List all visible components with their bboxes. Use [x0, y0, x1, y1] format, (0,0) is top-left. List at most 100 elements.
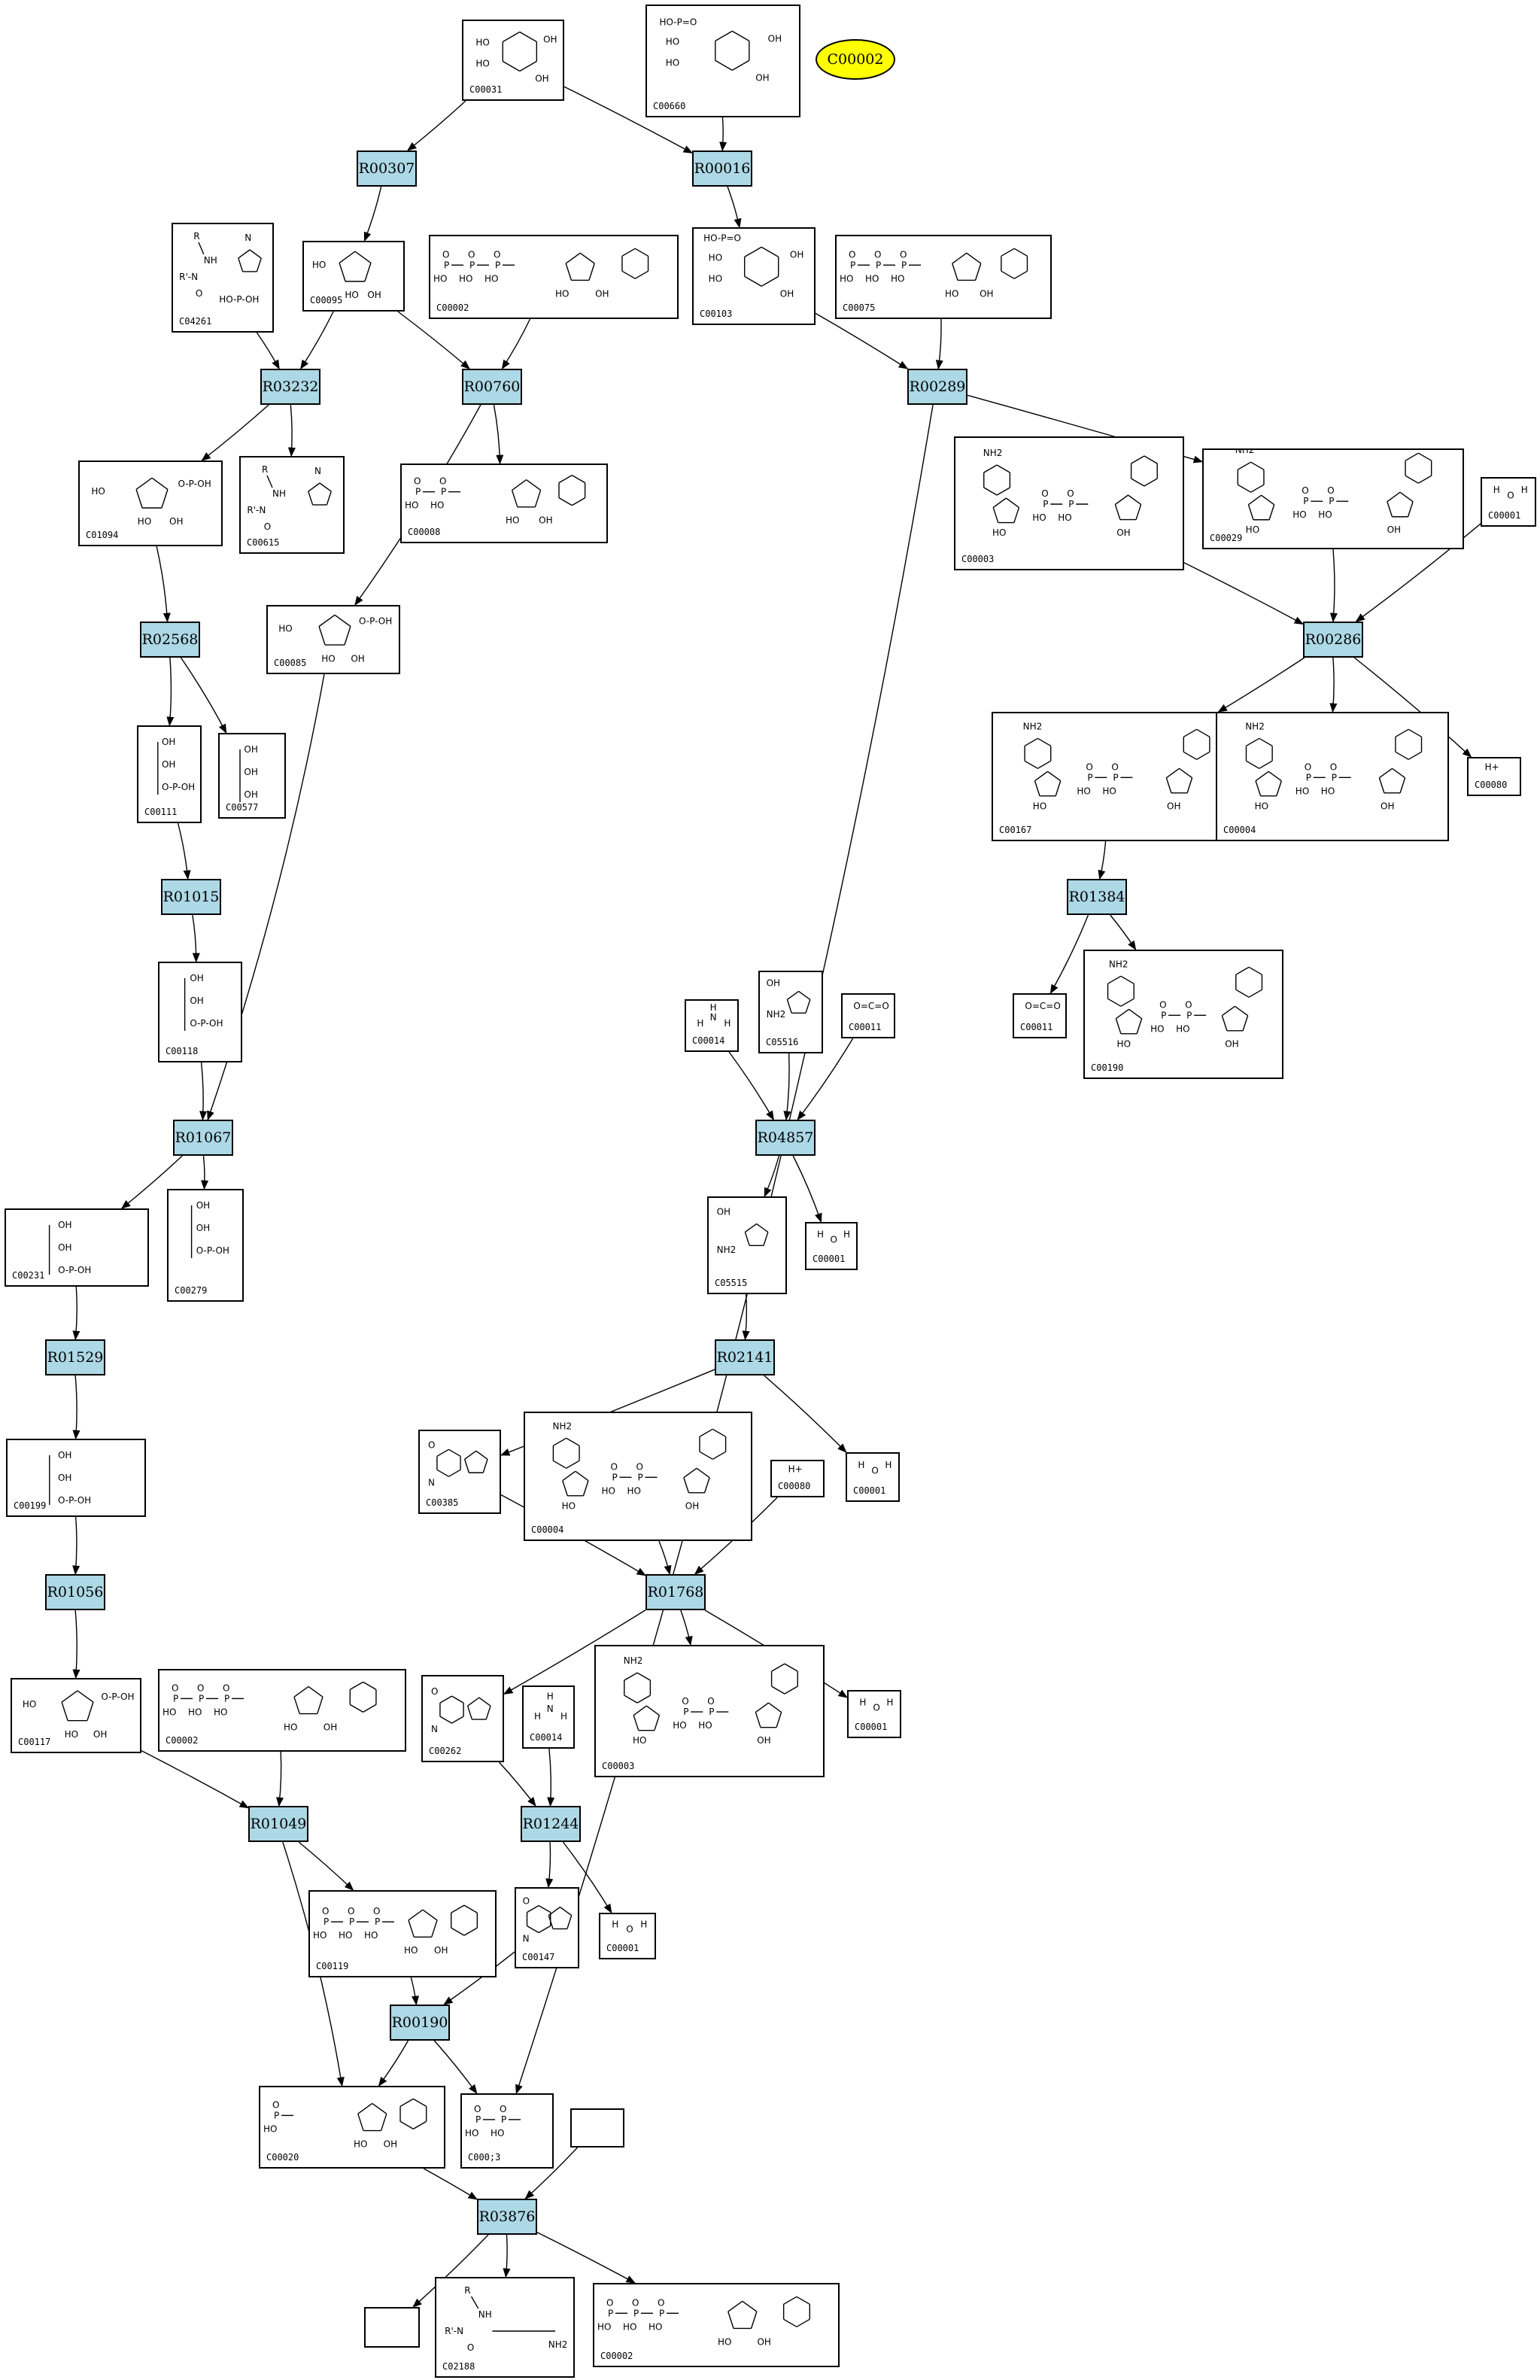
svg-text:O: O [707, 1696, 714, 1707]
svg-text:HO-P-OH: HO-P-OH [219, 294, 259, 305]
reaction-node[interactable]: R01244 [521, 1806, 581, 1842]
reaction-node[interactable]: R00760 [462, 369, 522, 405]
svg-text:OH: OH [169, 516, 183, 527]
edge-arrow [443, 1951, 515, 2005]
reaction-node[interactable]: R00289 [907, 369, 967, 405]
compound-empty[interactable] [364, 2307, 420, 2348]
svg-text:OH: OH [757, 2336, 770, 2347]
svg-text:OH: OH [767, 977, 780, 988]
svg-text:HO: HO [597, 2321, 611, 2332]
target-compound[interactable]: C00002 [816, 39, 895, 80]
reaction-node[interactable]: R04857 [755, 1120, 816, 1156]
reaction-node[interactable]: R00016 [692, 150, 752, 187]
svg-text:R: R [262, 464, 268, 475]
svg-text:OH: OH [58, 1220, 71, 1230]
svg-text:H: H [858, 1460, 864, 1470]
svg-text:HO: HO [666, 36, 679, 47]
edge-arrow [378, 2040, 409, 2087]
svg-text:P: P [475, 2114, 481, 2125]
reaction-node[interactable]: R01768 [645, 1574, 706, 1610]
reaction-node[interactable]: R00307 [357, 150, 417, 187]
edge-arrow [300, 311, 334, 370]
svg-text:H+: H+ [1485, 761, 1499, 772]
svg-text:P: P [901, 260, 907, 270]
svg-text:HO: HO [945, 288, 958, 299]
compound-empty[interactable] [570, 2108, 624, 2147]
svg-text:N: N [523, 1934, 530, 1944]
structure-drawing: O=C=O [1025, 1001, 1060, 1011]
svg-text:HO: HO [1033, 801, 1046, 811]
reaction-node[interactable]: R00190 [390, 2005, 450, 2041]
compound-id-label: C00103 [700, 309, 733, 319]
svg-text:R'-N: R'-N [247, 505, 266, 515]
edge-arrow [407, 100, 466, 151]
compound-id-label: C00004 [1223, 825, 1256, 835]
reaction-node[interactable]: R02141 [715, 1339, 775, 1375]
reaction-node[interactable]: R01067 [173, 1120, 233, 1156]
reaction-node[interactable]: R03876 [477, 2199, 537, 2235]
reaction-node[interactable]: R03232 [260, 369, 320, 405]
reaction-node[interactable]: R01049 [248, 1806, 308, 1842]
reaction-node[interactable]: R01015 [161, 879, 221, 915]
compound-c00080[interactable]: H+C00080 [1467, 757, 1521, 796]
reaction-node[interactable]: R00286 [1303, 622, 1363, 658]
svg-text:HO: HO [404, 1945, 418, 1956]
reaction-node[interactable]: R01529 [45, 1339, 105, 1375]
reaction-node[interactable]: R01384 [1067, 879, 1127, 915]
svg-text:HO: HO [1102, 786, 1116, 796]
edge-arrow [177, 822, 191, 880]
reaction-node[interactable]: R01056 [45, 1574, 105, 1610]
reaction-node[interactable]: R02568 [140, 622, 200, 658]
edge-arrow [1110, 914, 1137, 951]
edge-arrow [503, 1609, 646, 1695]
compound-id-label: C00117 [18, 1737, 51, 1747]
compound-c00080[interactable]: H+C00080 [770, 1460, 825, 1497]
